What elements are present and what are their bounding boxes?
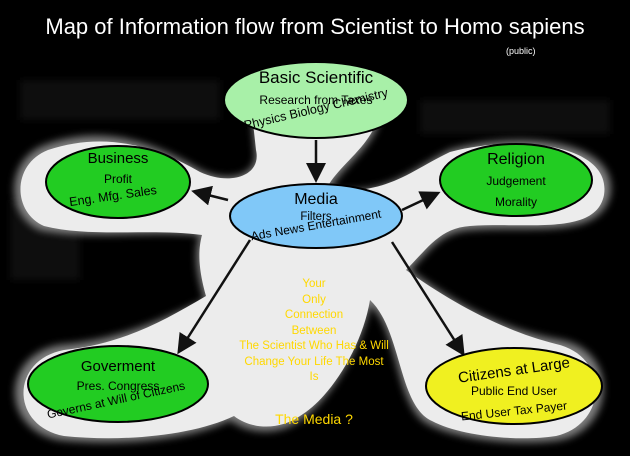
node-media-title: Media (294, 191, 338, 208)
node-religion-line1: Judgement (486, 174, 546, 188)
node-citizens-line1: Public End User (470, 384, 558, 398)
node-business-line1: Profit (103, 172, 132, 186)
node-religion-title: Religion (487, 151, 545, 168)
node-religion-shape (439, 143, 593, 217)
node-government-shape (27, 345, 209, 423)
node-citizens-shape (425, 347, 603, 425)
center-line: Is (309, 371, 319, 383)
arrow-media-to-government (177, 239, 252, 355)
center-line: Change Your Life The Most (244, 355, 384, 368)
diagram-title-sub: (public) (506, 46, 536, 56)
node-science-line1: Research from Taxes (259, 93, 373, 107)
node-science-title: Basic Scientific (258, 68, 374, 87)
center-line: Your (302, 278, 326, 290)
center-line: Between (291, 324, 337, 337)
node-government-line1: Pres. Congress (76, 379, 160, 393)
node-science-shape (223, 61, 409, 139)
node-shapes (27, 61, 603, 425)
node-media-line1: Filters (300, 211, 332, 223)
node-religion-line2: Morality (494, 195, 537, 209)
node-media-shape (229, 183, 403, 249)
diagram-title: Map of Information flow from Scientist t… (45, 14, 585, 39)
node-government-title: Goverment (80, 358, 156, 375)
center-line: Connection (284, 309, 344, 321)
node-business-title: Business (87, 150, 149, 167)
arrow-media-to-citizens (390, 241, 465, 357)
arrow-media-to-religion (401, 191, 441, 212)
center-message: Your Only Connection Between The Scienti… (214, 277, 414, 386)
center-line: Only (302, 293, 326, 306)
center-question: The Media ? (275, 411, 353, 427)
center-line: The Scientist Who Has & Will (239, 340, 389, 352)
node-business-shape (45, 145, 191, 219)
arrow-media-to-business (191, 185, 229, 206)
flow-arrows (177, 140, 465, 357)
